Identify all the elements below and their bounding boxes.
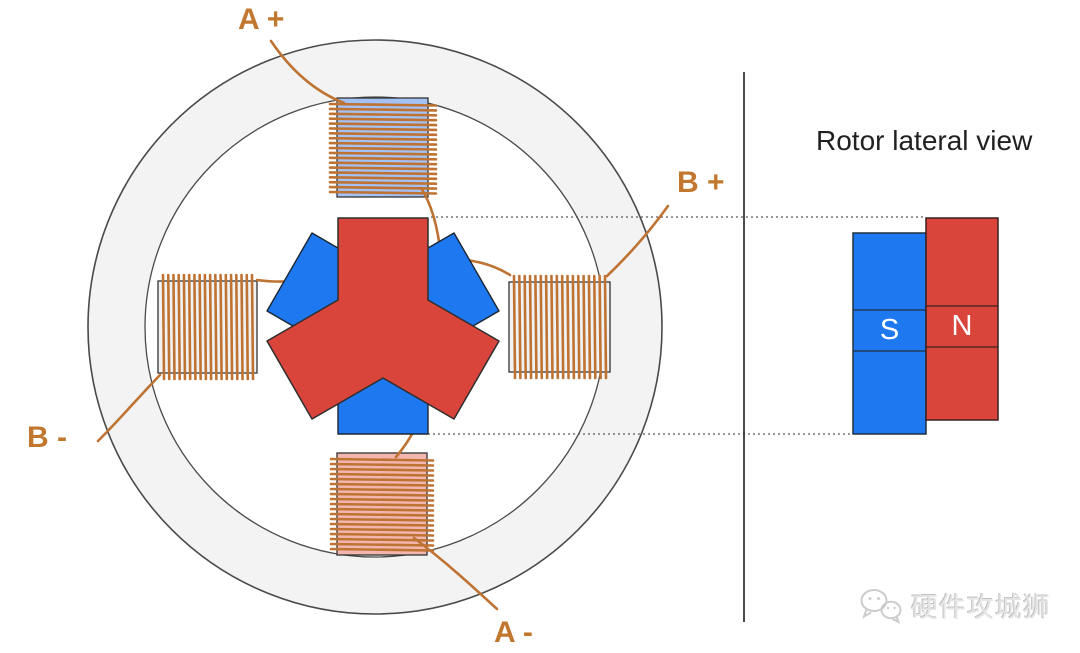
winding-turn <box>329 487 435 492</box>
wire-lead-b-plus <box>605 204 670 278</box>
winding-turn <box>161 273 166 381</box>
coil-winding-left <box>161 273 255 381</box>
south-pole-letter: S <box>879 314 900 346</box>
wire-lead-a-minus <box>412 536 499 611</box>
wechat-icon <box>860 589 902 624</box>
winding-turn <box>245 273 250 381</box>
winding-turn <box>328 146 438 151</box>
winding-turn <box>328 176 438 181</box>
winding-turn <box>328 166 438 171</box>
winding-turn <box>582 274 586 380</box>
winding-turn <box>214 273 218 381</box>
winding-turn <box>329 507 435 512</box>
wire-lead-a-plus <box>269 39 346 105</box>
winding-turn <box>539 274 544 380</box>
winding-turn <box>166 273 171 381</box>
winding-turn <box>566 274 570 380</box>
label-b-minus: B - <box>27 421 67 454</box>
winding-turn <box>224 273 229 381</box>
winding-turn <box>328 127 438 132</box>
winding-turn <box>203 273 208 381</box>
winding-turn <box>560 274 565 380</box>
wire-lead-b-minus <box>96 373 162 443</box>
winding-turn <box>598 274 602 380</box>
winding-turn <box>328 112 438 117</box>
winding-turn <box>328 161 438 166</box>
winding-turn <box>329 527 435 532</box>
winding-turn <box>328 102 438 107</box>
winding-turn <box>329 512 435 517</box>
winding-turn <box>328 141 438 146</box>
winding-turn <box>512 274 517 380</box>
winding-turn <box>587 274 592 380</box>
winding-turn <box>329 457 435 462</box>
winding-turn <box>328 122 438 127</box>
winding-turn <box>198 273 202 381</box>
winding-turn <box>329 472 435 477</box>
winding-turn <box>229 273 234 381</box>
alignment-lines <box>428 216 926 435</box>
winding-turn <box>329 532 435 537</box>
winding-turn <box>329 462 435 467</box>
watermark: 硬件攻城狮 <box>858 586 1051 625</box>
winding-turn <box>534 274 538 380</box>
winding-turn <box>193 273 197 381</box>
winding-turn <box>187 273 192 381</box>
winding-turn <box>329 482 435 487</box>
winding-turn <box>328 185 438 190</box>
label-a-minus: A - <box>494 616 533 649</box>
winding-turn <box>603 274 608 380</box>
label-b-plus: B + <box>677 166 725 199</box>
winding-turn <box>250 273 255 381</box>
coil-winding-right <box>512 274 608 380</box>
phase-lead-wires <box>96 39 670 611</box>
winding-turn <box>523 274 528 380</box>
winding-turn <box>592 274 597 380</box>
winding-turn <box>172 273 176 381</box>
winding-turn <box>177 273 182 381</box>
winding-turn <box>329 477 435 482</box>
winding-turn <box>328 190 438 195</box>
winding-turn <box>328 151 438 156</box>
winding-turn <box>208 273 213 381</box>
magnet-south-column <box>852 232 927 435</box>
winding-turn <box>329 522 435 527</box>
winding-turn <box>555 274 560 380</box>
winding-turn <box>329 547 435 552</box>
winding-turn <box>328 156 438 161</box>
coil-winding-top <box>328 102 438 195</box>
winding-turn <box>329 517 435 522</box>
winding-turn <box>182 273 187 381</box>
magnet-south-body <box>852 232 927 435</box>
winding-turn <box>329 497 435 502</box>
magnet-north-column <box>925 217 999 421</box>
winding-turn <box>550 274 554 380</box>
winding-turn <box>329 492 435 497</box>
label-a-plus: A + <box>238 3 285 36</box>
winding-turn <box>328 180 438 186</box>
winding-turn <box>328 171 438 176</box>
rotor-north-claw <box>266 217 500 420</box>
winding-turn <box>219 273 223 381</box>
winding-turn <box>576 274 581 380</box>
magnet-north-body <box>925 217 999 421</box>
winding-turn <box>328 117 438 122</box>
watermark-text: 硬件攻城狮 <box>911 593 1051 623</box>
winding-turn <box>234 273 239 381</box>
winding-turn <box>329 502 435 507</box>
winding-turn <box>528 274 533 380</box>
winding-turn <box>329 542 435 547</box>
winding-turn <box>571 274 576 380</box>
north-pole-letter: N <box>951 310 973 342</box>
winding-turn <box>328 107 438 112</box>
winding-turn <box>328 132 438 137</box>
winding-turn <box>544 274 549 380</box>
winding-turn <box>518 274 522 380</box>
lateral-view-title: Rotor lateral view <box>816 125 1033 156</box>
winding-turn <box>240 273 244 381</box>
winding-turn <box>328 136 438 142</box>
winding-turn <box>329 467 435 472</box>
